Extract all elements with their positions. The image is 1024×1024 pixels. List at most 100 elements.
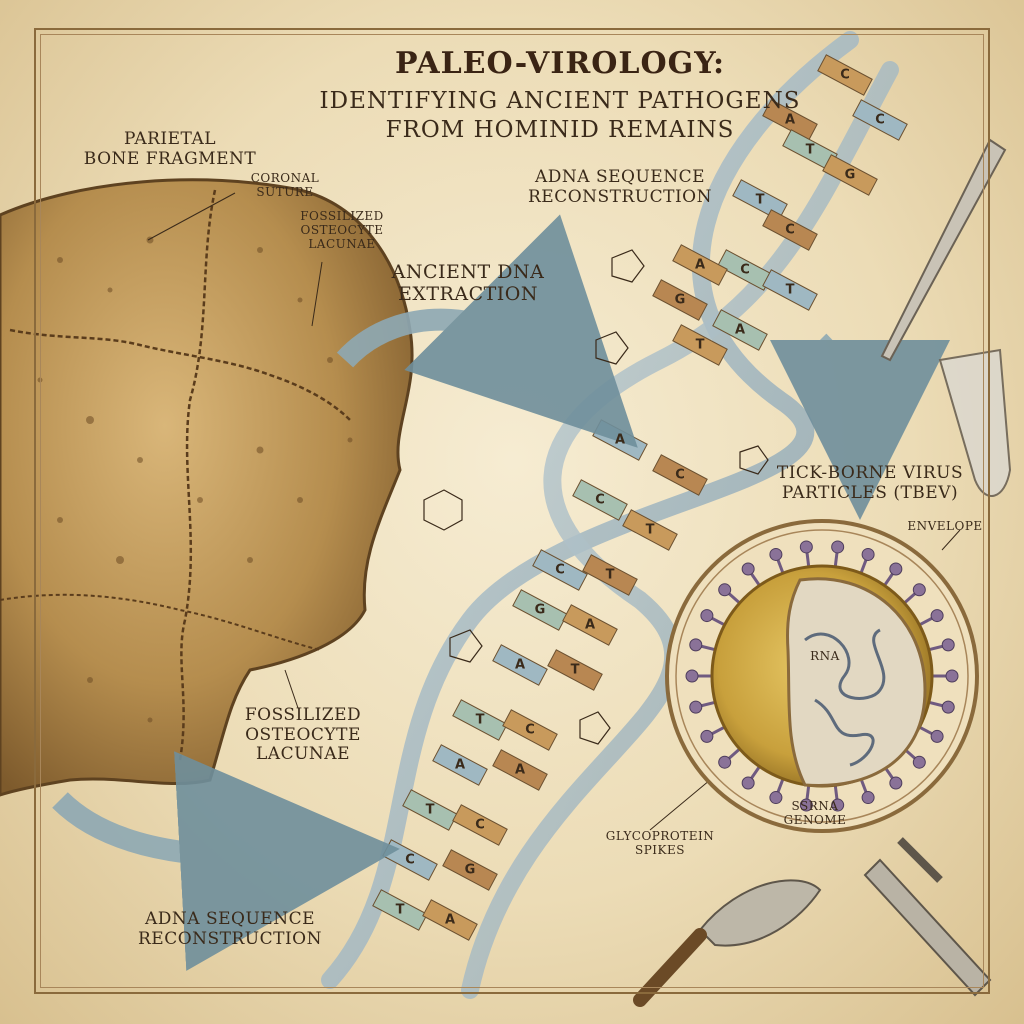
base-pair-rung [672, 244, 728, 286]
base-letter: A [734, 322, 746, 338]
base-pair-rung [762, 209, 818, 251]
base-letter: T [425, 802, 435, 818]
glycoprotein-spike [718, 583, 732, 597]
page-subtitle: IDENTIFYING ANCIENT PATHOGENS FROM HOMIN… [319, 88, 801, 143]
glycoprotein-spike [685, 669, 699, 683]
glycoprotein-spike [941, 638, 955, 652]
base-letter: A [444, 912, 456, 928]
base-pair-rung [762, 269, 818, 311]
base-pair-rung [762, 99, 818, 141]
glycoprotein-spike [689, 638, 703, 652]
label-ancient-dna-extraction: ANCIENT DNA EXTRACTION [391, 261, 545, 305]
parietal-bone-fragment [0, 178, 414, 797]
base-letter: A [514, 762, 526, 778]
glycoprotein-spike [700, 609, 714, 623]
base-pair-rung [492, 749, 548, 791]
base-letter: T [755, 192, 765, 208]
base-letter: T [570, 662, 580, 678]
base-pair-rung [822, 154, 878, 196]
base-letter: T [645, 522, 655, 538]
glycoprotein-spike [741, 562, 755, 576]
lab-tools [633, 138, 1012, 1007]
label-adna-top: aDNA SEQUENCE RECONSTRUCTION [527, 167, 712, 207]
glycoprotein-spike [930, 609, 944, 623]
label-osteocyte-lacunae-bottom: FOSSILIZED OSTEOCYTE LACUNAE [244, 705, 362, 765]
pipette-icon [880, 138, 1007, 362]
molecule-sketches [423, 249, 769, 745]
base-letter: T [695, 337, 705, 353]
base-letter: C [595, 492, 605, 508]
base-letter: C [740, 262, 750, 278]
glycoprotein-spike [912, 583, 926, 597]
glycoprotein-spike [889, 562, 903, 576]
label-ssrna-genome: SSRNA GENOME [783, 799, 847, 827]
base-letter: T [475, 712, 485, 728]
title-block: PALEO-VIROLOGY: IDENTIFYING ANCIENT PATH… [300, 46, 820, 145]
base-pair-rung [562, 604, 618, 646]
glycoprotein-spike [831, 798, 845, 812]
label-parietal-bone: PARIETAL BONE FRAGMENT [83, 129, 257, 169]
glycoprotein-spike [799, 540, 813, 554]
page-title: PALEO-VIROLOGY: [394, 46, 726, 81]
base-letter: T [395, 902, 405, 918]
trowel-icon [698, 879, 822, 947]
base-letter: T [605, 567, 615, 583]
glycoprotein-spike [912, 755, 926, 769]
base-letter: G [534, 602, 546, 618]
base-letter: G [844, 167, 856, 183]
base-pair-rung [672, 324, 728, 366]
base-pair-rung [817, 54, 873, 96]
base-pair-rung [502, 709, 558, 751]
glycoprotein-spike [700, 729, 714, 743]
glycoprotein-spike [769, 791, 783, 805]
glycoprotein-spike [861, 791, 875, 805]
base-pair-rung [652, 454, 708, 496]
glycoprotein-spike [769, 547, 783, 561]
base-pair-rung [532, 549, 588, 591]
base-pair-rung [422, 899, 478, 941]
label-adna-bottom: aDNA SEQUENCE RECONSTRUCTION [137, 909, 322, 949]
base-pair-rung [402, 789, 458, 831]
dna-double-helix [321, 31, 908, 999]
glycoprotein-spike [718, 755, 732, 769]
base-pair-rung [547, 649, 603, 691]
base-pair-rung [512, 589, 568, 631]
label-glycoprotein-spikes: GLYCOPROTEIN SPIKES [605, 829, 715, 857]
base-letter: T [805, 142, 815, 158]
tube-icon [938, 348, 1012, 497]
base-letter: G [674, 292, 686, 308]
base-pair-rung [442, 849, 498, 891]
base-letter: A [694, 257, 706, 273]
glycoprotein-spike [941, 700, 955, 714]
base-letter: C [840, 67, 850, 83]
label-envelope: ENVELOPE [907, 519, 983, 533]
glycoprotein-spike [930, 729, 944, 743]
base-letter: C [405, 852, 415, 868]
process-arrows [52, 214, 950, 971]
glycoprotein-spike [945, 669, 959, 683]
base-pair-rung [712, 309, 768, 351]
base-pair-rung [732, 179, 788, 221]
base-letter: A [514, 657, 526, 673]
base-pair-rung [452, 699, 508, 741]
label-rna: RNA [810, 649, 840, 663]
base-pair-rung [572, 479, 628, 521]
base-letter: A [784, 112, 796, 128]
base-letter: C [675, 467, 685, 483]
glycoprotein-spike [689, 700, 703, 714]
base-letter: C [555, 562, 565, 578]
base-pair-rung [582, 554, 638, 596]
glycoprotein-spike [831, 540, 845, 554]
glycoprotein-spike [799, 798, 813, 812]
base-letter: C [475, 817, 485, 833]
base-letter: A [614, 432, 626, 448]
base-letter: C [785, 222, 795, 238]
label-tick-borne-virus: TICK-BORNE VIRUS PARTICLES (TBEV) [776, 463, 964, 503]
base-pair-rung [432, 744, 488, 786]
label-coronal-suture: CORONAL SUTURE [250, 171, 320, 199]
base-pair-rung [452, 804, 508, 846]
base-pair-rung [622, 509, 678, 551]
base-letter: C [875, 112, 885, 128]
